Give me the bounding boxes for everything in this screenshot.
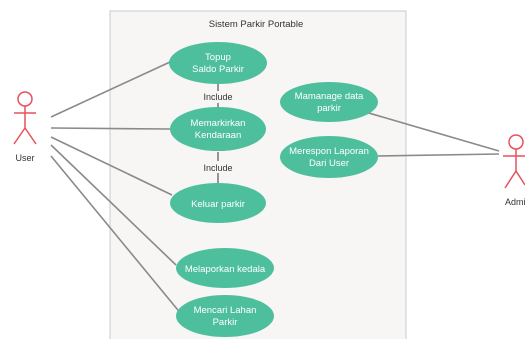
usecase-melaporkan[interactable]: Melaporkan kedala — [176, 248, 274, 288]
usecase-topup-label-1: Topup — [205, 52, 231, 63]
actor-user[interactable]: User — [13, 91, 37, 163]
usecase-keluar-shape — [170, 183, 266, 223]
admin-associations — [354, 108, 500, 157]
assoc-admin-merespon — [377, 153, 500, 157]
usecase-melaporkan-label: Melaporkan kedala — [185, 264, 266, 275]
usecase-memarkirkan-shape — [170, 107, 266, 151]
usecase-mencari-label-2: Parkir — [213, 317, 238, 328]
assoc-user-melaporkan — [50, 144, 177, 266]
usecase-merespon-shape — [280, 136, 378, 178]
usecase-memarkirkan-label-2: Kendaraan — [195, 130, 241, 141]
user-associations — [50, 61, 183, 316]
usecase-topup[interactable]: Topup Saldo Parkir — [169, 42, 267, 84]
actor-user-head — [17, 91, 33, 107]
usecase-melaporkan-shape — [176, 248, 274, 288]
actor-user-leg-right — [24, 127, 37, 145]
system-title: Sistem Parkir Portable — [209, 19, 304, 30]
usecase-keluar[interactable]: Keluar parkir — [170, 183, 266, 223]
usecase-merespon-label-2: Dari User — [309, 158, 349, 169]
usecase-mencari-label-1: Mencari Lahan — [194, 305, 257, 316]
usecase-merespon[interactable]: Merespon Laporan Dari User — [280, 136, 378, 178]
actor-admin-head — [508, 134, 524, 150]
assoc-admin-mamanage — [354, 108, 500, 152]
assoc-user-memarkirkan — [50, 127, 171, 130]
include-label-top: Include — [203, 92, 232, 102]
assoc-user-topup — [50, 61, 171, 118]
usecase-merespon-label-1: Merespon Laporan — [289, 146, 369, 157]
actor-admin-leg-left — [504, 170, 517, 189]
usecase-mamanage[interactable]: Mamanage data parkir — [280, 82, 378, 122]
assoc-user-mencari — [50, 155, 183, 316]
actor-admin-label: Admin — [505, 197, 525, 207]
usecase-topup-label-2: Saldo Parkir — [192, 64, 244, 75]
usecase-topup-shape — [169, 42, 267, 84]
actor-admin-leg-right — [515, 170, 525, 186]
usecase-keluar-label: Keluar parkir — [191, 199, 245, 210]
actor-user-label: User — [15, 153, 34, 163]
usecase-memarkirkan[interactable]: Memarkirkan Kendaraan — [170, 107, 266, 151]
actor-user-leg-left — [13, 127, 26, 145]
include-label-bottom: Include — [203, 163, 232, 173]
actor-admin[interactable]: Admin — [503, 134, 525, 207]
assoc-user-keluar — [50, 136, 173, 196]
usecase-mencari-shape — [176, 295, 274, 337]
usecase-mamanage-label-2: parkir — [317, 103, 341, 114]
usecase-mamanage-shape — [280, 82, 378, 122]
actor-user-icon — [13, 91, 37, 145]
usecase-memarkirkan-label-1: Memarkirkan — [191, 118, 246, 129]
usecase-mencari[interactable]: Mencari Lahan Parkir — [176, 295, 274, 337]
actor-admin-icon — [503, 134, 525, 189]
usecase-mamanage-label-1: Mamanage data — [295, 91, 364, 102]
